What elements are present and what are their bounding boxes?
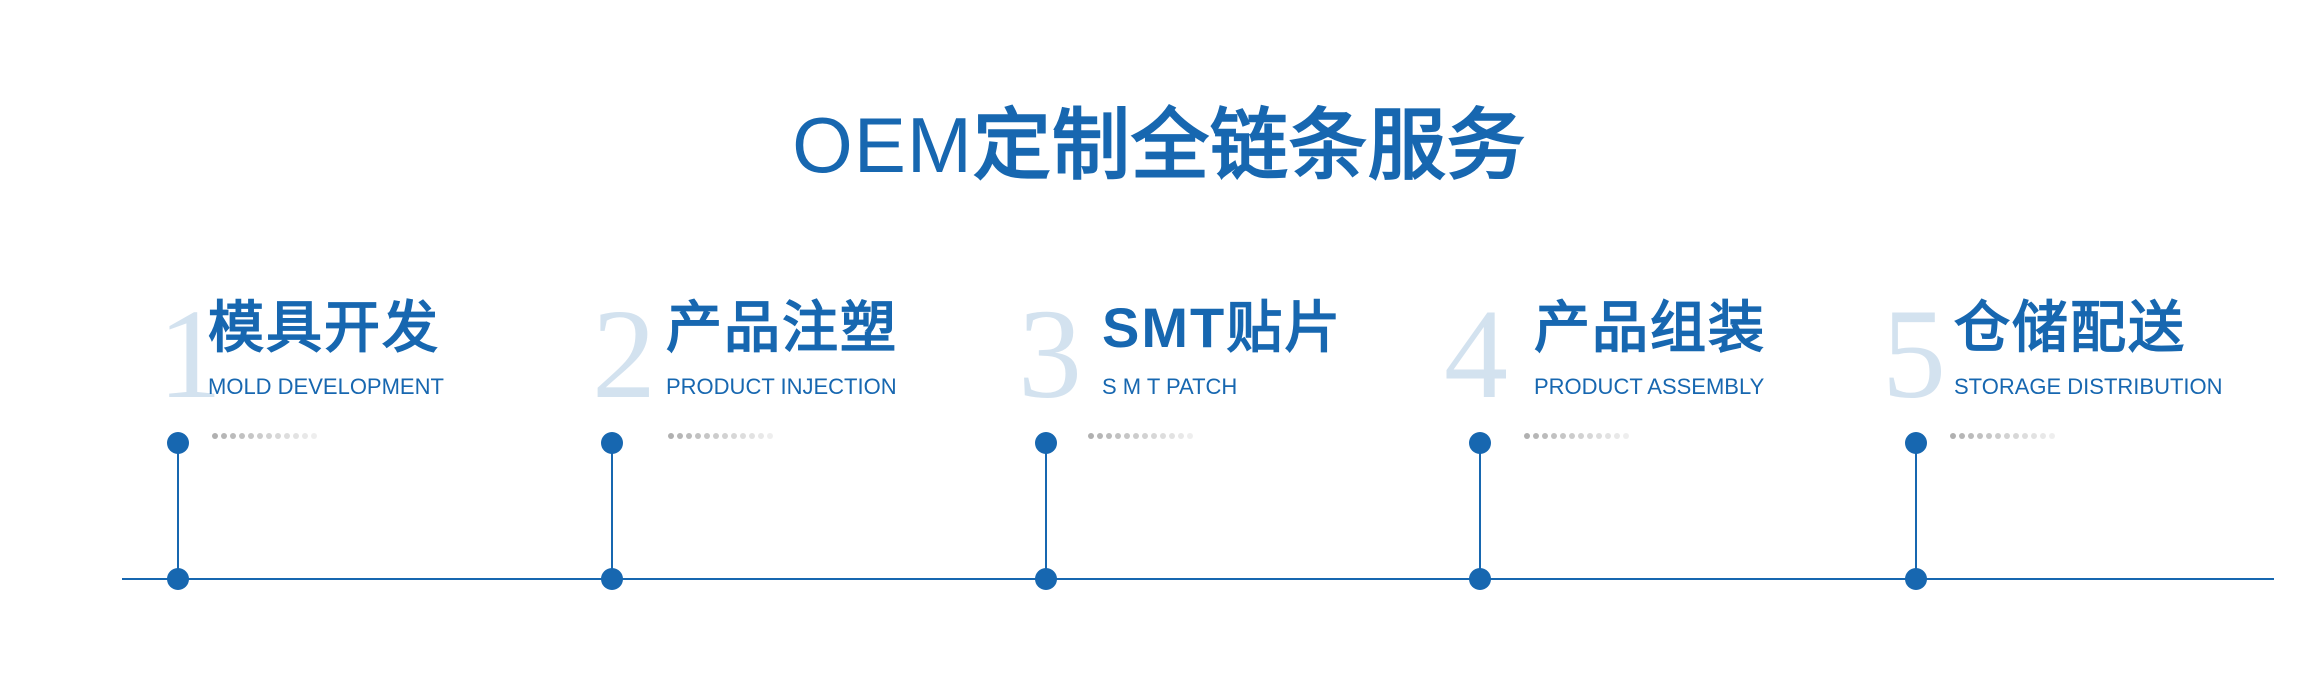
step-5-title: 仓储配送 [1954, 296, 2186, 359]
step-4-dots [1524, 433, 1629, 439]
step-2-subtitle: PRODUCT INJECTION [666, 374, 897, 399]
step-4-title: 产品组装 [1534, 296, 1766, 359]
step-3-title: SMT贴片 [1102, 296, 1343, 359]
page-title-latin: OEM [792, 101, 973, 189]
step-4-number: 4 [1444, 283, 1508, 425]
step-5-dots [1950, 433, 2055, 439]
step-2-bottom-node [601, 568, 623, 590]
step-3-bottom-node [1035, 568, 1057, 590]
step-1-top-node [167, 432, 189, 454]
step-4-bottom-node [1469, 568, 1491, 590]
step-3-subtitle: S M T PATCH [1102, 374, 1238, 399]
step-5-number: 5 [1882, 283, 1946, 425]
step-5-top-node [1905, 432, 1927, 454]
step-5-connector [1915, 443, 1917, 581]
step-2-title: 产品注塑 [666, 296, 898, 359]
timeline-line [122, 578, 2274, 580]
step-1-subtitle: MOLD DEVELOPMENT [208, 374, 444, 399]
step-1-dots [212, 433, 317, 439]
step-1-title: 模具开发 [208, 296, 440, 359]
step-2-connector [611, 443, 613, 581]
step-4-subtitle: PRODUCT ASSEMBLY [1534, 374, 1765, 399]
step-1-number: 1 [158, 283, 222, 425]
step-3-dots [1088, 433, 1193, 439]
step-4-connector [1479, 443, 1481, 581]
step-1-bottom-node [167, 568, 189, 590]
step-4-top-node [1469, 432, 1491, 454]
step-3-number: 3 [1018, 283, 1082, 425]
step-2-top-node [601, 432, 623, 454]
page-title-cjk: 定制全链条服务 [972, 101, 1526, 189]
step-5-subtitle: STORAGE DISTRIBUTION [1954, 374, 2223, 399]
step-2-number: 2 [592, 283, 656, 425]
step-3-connector [1045, 443, 1047, 581]
step-5-bottom-node [1905, 568, 1927, 590]
page-title: OEM定制全链条服务 [0, 100, 2318, 190]
step-1-connector [177, 443, 179, 581]
step-3-top-node [1035, 432, 1057, 454]
step-2-dots [668, 433, 773, 439]
